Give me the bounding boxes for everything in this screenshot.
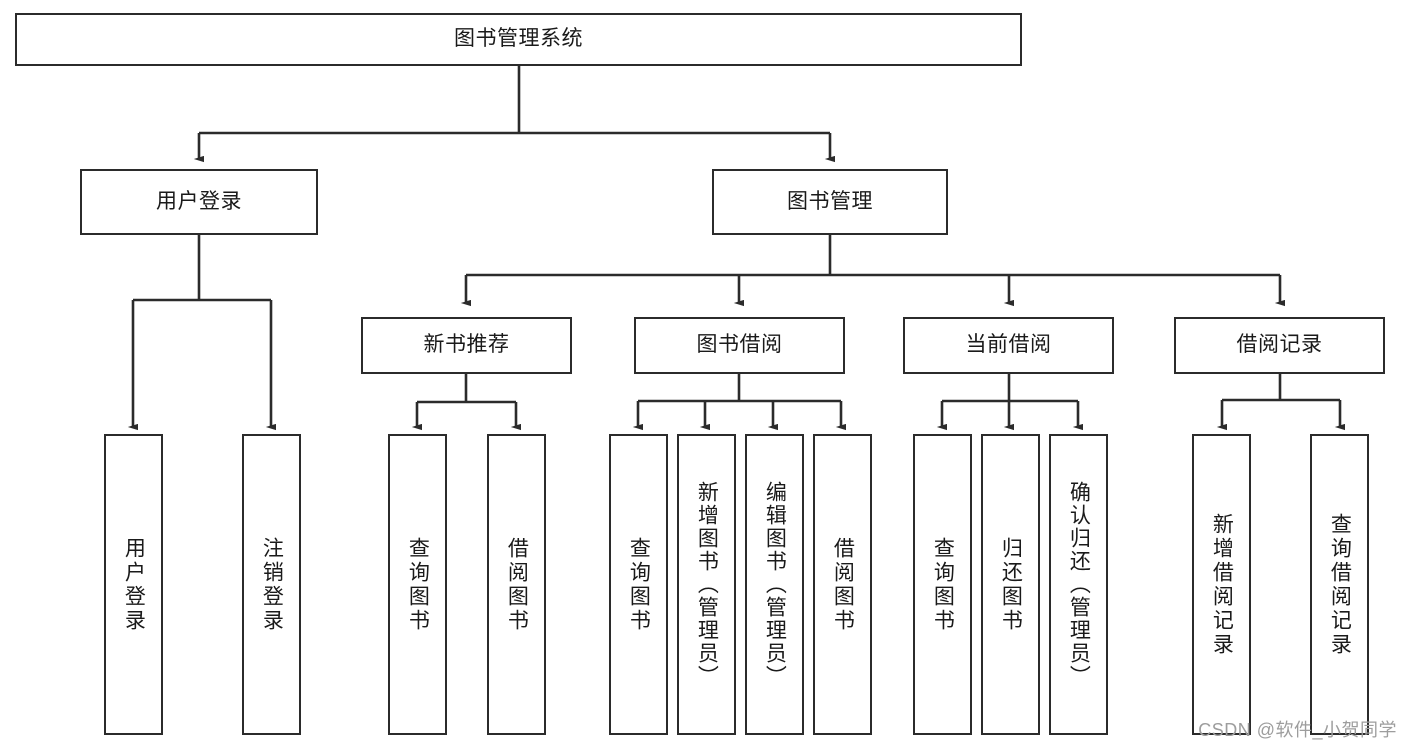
node-leaf-query-book-3[interactable]: 查询图书: [913, 434, 972, 735]
node-leaf-return-book[interactable]: 归还图书: [981, 434, 1040, 735]
node-new-book-recommend[interactable]: 新书推荐: [361, 317, 572, 374]
node-leaf-add-book-admin[interactable]: 新增图书（管理员）: [677, 434, 736, 735]
node-label: 借阅图书: [831, 536, 855, 633]
node-leaf-add-borrow-record[interactable]: 新增借阅记录: [1192, 434, 1251, 735]
node-label: 注销登录: [260, 536, 284, 633]
node-leaf-borrow-book-2[interactable]: 借阅图书: [813, 434, 872, 735]
node-label: 归还图书: [999, 536, 1023, 633]
node-label: 查询图书: [406, 536, 430, 633]
node-label: 借阅记录: [1236, 333, 1323, 357]
node-label: 图书借阅: [696, 333, 783, 357]
node-label: 确认归还（管理员）: [1067, 481, 1091, 688]
node-label: 查询图书: [627, 536, 651, 633]
node-leaf-query-book-1[interactable]: 查询图书: [388, 434, 447, 735]
node-label: 编辑图书（管理员）: [763, 481, 787, 688]
node-user-login[interactable]: 用户登录: [80, 169, 318, 235]
node-book-management-system[interactable]: 图书管理系统: [15, 13, 1022, 66]
node-leaf-query-book-2[interactable]: 查询图书: [609, 434, 668, 735]
node-leaf-user-login[interactable]: 用户登录: [104, 434, 163, 735]
node-leaf-logout-login[interactable]: 注销登录: [242, 434, 301, 735]
node-book-borrow[interactable]: 图书借阅: [634, 317, 845, 374]
node-leaf-query-borrow-record[interactable]: 查询借阅记录: [1310, 434, 1369, 735]
node-label: 查询图书: [931, 536, 955, 633]
csdn-watermark: CSDN @软件_小贺同学: [1198, 720, 1397, 740]
node-label: 借阅图书: [505, 536, 529, 633]
node-label: 当前借阅: [965, 333, 1052, 357]
node-label: 新增借阅记录: [1210, 512, 1234, 657]
node-leaf-edit-book-admin[interactable]: 编辑图书（管理员）: [745, 434, 804, 735]
node-leaf-confirm-return-admin[interactable]: 确认归还（管理员）: [1049, 434, 1108, 735]
node-book-management[interactable]: 图书管理: [712, 169, 948, 235]
node-label: 图书管理: [787, 189, 873, 213]
node-label: 用户登录: [122, 536, 146, 633]
node-label: 新书推荐: [423, 333, 510, 357]
node-label: 查询借阅记录: [1328, 512, 1352, 657]
node-current-borrow[interactable]: 当前借阅: [903, 317, 1114, 374]
node-label: 用户登录: [156, 189, 242, 213]
node-borrow-record[interactable]: 借阅记录: [1174, 317, 1385, 374]
node-label: 图书管理系统: [454, 27, 583, 51]
node-label: 新增图书（管理员）: [695, 481, 719, 688]
node-leaf-borrow-book-1[interactable]: 借阅图书: [487, 434, 546, 735]
